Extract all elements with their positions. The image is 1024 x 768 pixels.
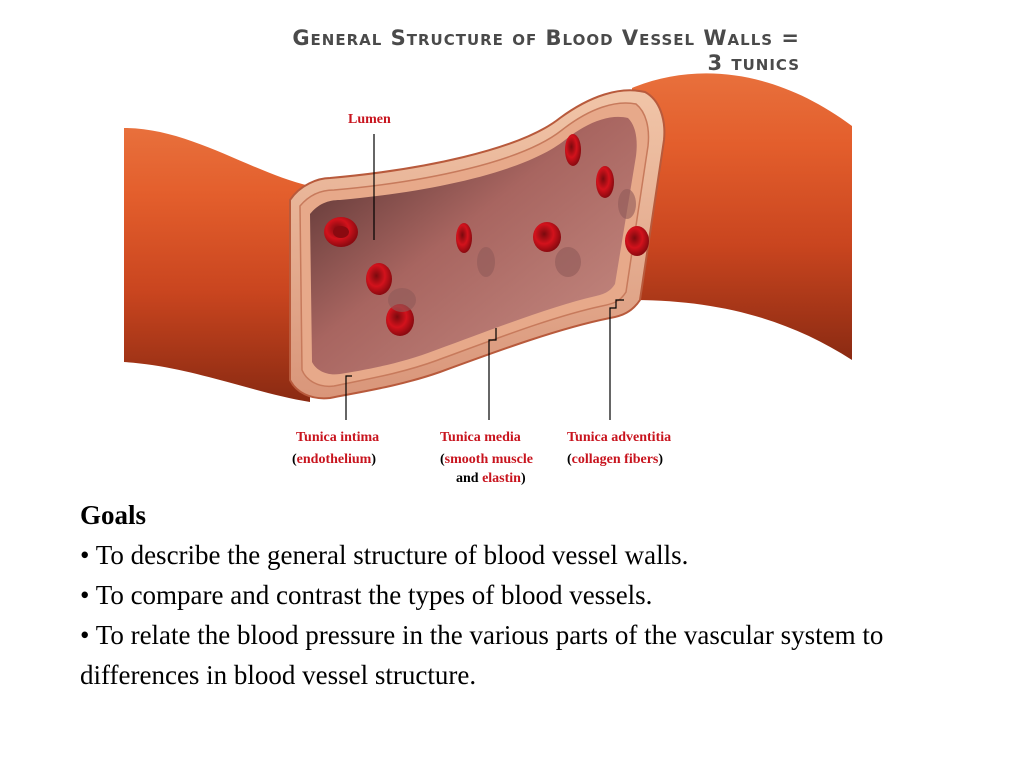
blood-vessel-illustration	[124, 73, 852, 420]
blood-cell	[625, 226, 649, 256]
blood-cell	[596, 166, 614, 198]
blood-cell	[565, 134, 581, 166]
red-blood-cells	[324, 134, 649, 336]
goal-item-2: • To compare and contrast the types of b…	[80, 580, 653, 610]
label-tunica-intima: Tunica intima	[296, 430, 380, 445]
label-tunica-adventitia-sub: (collagen fibers)	[567, 452, 663, 468]
blood-cell	[456, 223, 472, 253]
label-elastin: elastin	[482, 471, 521, 486]
media-leader	[488, 328, 497, 420]
goal-item-3: • To relate the blood pressure in the va…	[80, 620, 884, 690]
paren-open: (	[440, 452, 445, 467]
label-lumen: Lumen	[348, 112, 391, 127]
label-tunica-intima-sub: (endothelium)	[292, 452, 376, 468]
blood-cell-shadow	[477, 247, 495, 277]
vessel-right-segment	[632, 73, 852, 360]
blood-cell	[386, 304, 414, 336]
blood-cell-shadow	[555, 247, 581, 277]
intima-leader	[345, 375, 352, 420]
paren-close: )	[658, 452, 664, 467]
label-tunica-media-sub2: and elastin)	[456, 471, 526, 487]
diagram-title-line1: General Structure of Blood Vessel Walls …	[292, 26, 800, 50]
paren-open: (	[567, 452, 572, 467]
blood-cell-shadow	[618, 189, 636, 219]
label-tunica-adventitia: Tunica adventitia	[567, 430, 672, 445]
blood-cell-shadow	[388, 288, 416, 312]
label-tunica-media-sub: (smooth muscle	[440, 452, 533, 468]
label-tunica-media: Tunica media	[440, 430, 521, 445]
label-and: and	[456, 471, 479, 486]
blood-cell	[533, 222, 561, 252]
adventitia-leader	[609, 299, 624, 420]
goals-heading: Goals	[80, 500, 147, 530]
blood-cell	[333, 226, 349, 238]
paren-close: )	[520, 471, 526, 486]
vessel-left-segment	[124, 128, 310, 402]
goals-section: Goals • To describe the general structur…	[80, 495, 980, 695]
label-collagen-fibers: collagen fibers	[571, 452, 659, 467]
blood-cell	[366, 263, 392, 295]
label-smooth-muscle: smooth muscle	[444, 452, 533, 467]
label-endothelium: endothelium	[296, 452, 372, 467]
paren-open: (	[292, 452, 297, 467]
leader-lines	[345, 134, 624, 420]
diagram-title-line2: 3 tunics	[707, 51, 800, 75]
paren-close: )	[371, 452, 377, 467]
goal-item-1: • To describe the general structure of b…	[80, 540, 689, 570]
